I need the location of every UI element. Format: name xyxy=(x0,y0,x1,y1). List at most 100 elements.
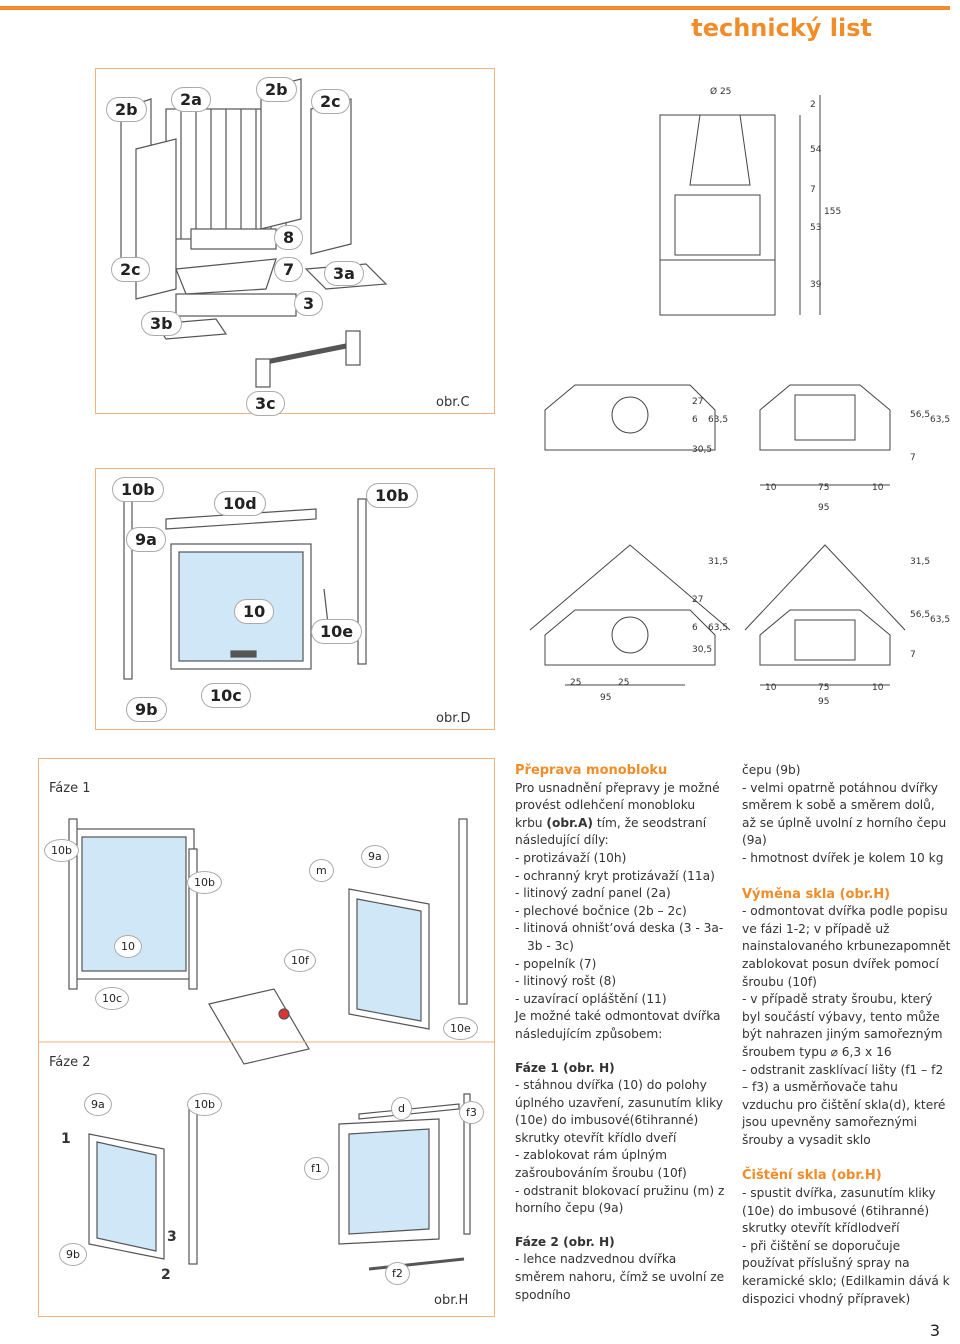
label-3c: 3c xyxy=(246,391,285,416)
label-3b: 3b xyxy=(141,311,182,336)
label-2a: 2a xyxy=(171,87,211,112)
label-9a: 9a xyxy=(126,527,166,552)
dim-diameter: Ø 25 xyxy=(710,87,732,97)
glass-heading: Výměna skla (obr.H) xyxy=(742,886,891,902)
front-elevation-drawing xyxy=(529,95,906,686)
dim-27: 27 xyxy=(692,397,704,407)
label-2b: 2b xyxy=(106,97,147,122)
dim-side-63-5-b: 63,5 xyxy=(930,615,951,625)
figure-h-drawing xyxy=(39,818,494,1271)
h-label-10b-p2: 10b xyxy=(187,1093,222,1116)
dim-30-5: 30,5 xyxy=(692,445,713,455)
phase2-item: - lehce nadzvednou dvířka směrem nahoru,… xyxy=(515,1252,725,1302)
figure-c-drawing xyxy=(120,78,388,388)
h-label-d: d xyxy=(391,1097,412,1120)
dim-7: 7 xyxy=(810,185,816,195)
dim-63-5: 63,5 xyxy=(708,415,729,425)
text-column-1: Přeprava monobloku Pro usnadnění přeprav… xyxy=(515,762,725,1304)
transport-item: - popelník (7) xyxy=(515,956,597,971)
h-label-10c: 10c xyxy=(95,987,130,1010)
transport-item: - litinový zadní panel (2a) xyxy=(515,886,671,901)
col2-item: - velmi opatrně potáhnou dvířky směrem k… xyxy=(742,780,947,848)
h-label-10b: 10b xyxy=(187,871,222,894)
h-label-9b: 9b xyxy=(59,1243,87,1266)
h-label-f1: f1 xyxy=(304,1157,329,1180)
label-10b-left: 10b xyxy=(112,477,164,502)
dim-31-5: 31,5 xyxy=(708,557,729,567)
dim-side-10-b-r: 10 xyxy=(872,683,884,693)
figure-h-panel: Fáze 1 Fáze 2 10b 10b m 9a 10 10f 10c 10… xyxy=(38,758,495,1317)
dim-30-5-b: 30,5 xyxy=(692,645,713,655)
transport-item: 3b - 3c) xyxy=(527,938,574,953)
label-10: 10 xyxy=(234,599,275,624)
dim-27-b: 27 xyxy=(692,595,704,605)
dim-side-95: 95 xyxy=(818,503,830,513)
dim-side-56-5-b: 56,5 xyxy=(910,610,931,620)
transport-item: - plechové bočnice (2b – 2c) xyxy=(515,903,687,918)
dim-39: 39 xyxy=(810,280,822,290)
dim-side-7-b: 7 xyxy=(910,650,916,660)
figure-d-panel: 10b 10d 10b 9a 10 10e 9b 10c obr.D xyxy=(95,468,495,730)
phase1-label: Fáze 1 xyxy=(49,781,91,796)
dim-54: 54 xyxy=(810,145,822,155)
dim-side-95-b: 95 xyxy=(818,697,830,707)
phase2-heading: Fáze 2 (obr. H) xyxy=(515,1234,615,1249)
dim-bl-25: 25 xyxy=(570,678,582,688)
figure-c-panel: 2b 2a 2b 2c 8 2c 7 3a 3 3b 3c obr.C xyxy=(95,68,495,416)
transport-item: - uzavírací opláštění (11) xyxy=(515,991,667,1006)
h-label-10b-left: 10b xyxy=(44,839,79,862)
label-10e: 10e xyxy=(311,619,363,644)
phase1-item: - odstranit blokovací pružinu (m) z horn… xyxy=(515,1183,725,1216)
dim-6-b: 6 xyxy=(692,623,698,633)
dim-53: 53 xyxy=(810,223,822,233)
h-label-f2: f2 xyxy=(385,1262,410,1285)
label-2c-left: 2c xyxy=(111,257,150,282)
h-label-f3: f3 xyxy=(459,1101,484,1124)
h-label-9a-p2: 9a xyxy=(84,1093,112,1116)
dim-side-63-5: 63,5 xyxy=(930,415,951,425)
dimension-drawings: Ø 25 2 54 7 155 53 39 30,5 6 27 63,5 30,… xyxy=(510,75,950,715)
step-2-label: 2 xyxy=(161,1267,171,1283)
page-number: 3 xyxy=(929,1321,940,1340)
label-2b-right: 2b xyxy=(256,77,297,102)
transport-item: - ochranný kryt protizávaží (11a) xyxy=(515,868,715,883)
label-3: 3 xyxy=(294,291,324,316)
figure-d-drawing xyxy=(123,498,367,680)
step-1-label: 1 xyxy=(61,1131,71,1147)
transport-intro: Pro usnadnění přepravy je možné provést … xyxy=(515,780,720,848)
h-label-10: 10 xyxy=(114,935,142,958)
transport-item: - litinová ohništʼová deska (3 - 3a- xyxy=(515,921,724,936)
phase1-heading: Fáze 1 (obr. H) xyxy=(515,1060,615,1075)
header-rule xyxy=(0,6,950,10)
dim-bl-95: 95 xyxy=(600,693,612,703)
transport-heading: Přeprava monobloku xyxy=(515,763,668,778)
label-10c: 10c xyxy=(201,683,251,708)
dim-side-7: 7 xyxy=(910,453,916,463)
h-label-9a: 9a xyxy=(361,845,389,868)
figure-c-caption: obr.C xyxy=(436,395,470,410)
glass-item: - odstranit zasklívací lišty (f1 – f2 – … xyxy=(742,1062,946,1147)
dim-side-10-b: 10 xyxy=(765,683,777,693)
h-label-m: m xyxy=(309,859,334,882)
dim-2: 2 xyxy=(810,100,816,110)
phase2-label: Fáze 2 xyxy=(49,1055,91,1070)
label-2c: 2c xyxy=(311,89,350,114)
dim-63-5-b: 63,5 xyxy=(708,623,729,633)
dim-side-56-5: 56,5 xyxy=(910,410,931,420)
dim-side-75: 75 xyxy=(818,483,830,493)
label-8: 8 xyxy=(274,225,304,250)
glass-item: - v případě straty šroubu, který byl sou… xyxy=(742,992,943,1059)
h-label-10e: 10e xyxy=(443,1017,478,1040)
label-10d: 10d xyxy=(214,491,266,516)
dim-6: 6 xyxy=(692,415,698,425)
dim-side-75-b: 75 xyxy=(818,683,830,693)
transport-item: Je možné také odmontovat dvířka následuj… xyxy=(515,1009,721,1041)
dim-155: 155 xyxy=(824,207,842,217)
label-3a: 3a xyxy=(324,261,364,286)
glass-item: - odmontovat dvířka podle popisu ve fázi… xyxy=(742,904,951,989)
dim-side-10-r: 10 xyxy=(872,483,884,493)
phase1-item: - zablokovat rám úplným zašroubováním šr… xyxy=(515,1148,687,1181)
transport-item: - litinový rošt (8) xyxy=(515,974,617,989)
clean-heading: Čištění skla (obr.H) xyxy=(742,1168,882,1184)
dim-side-31-5: 31,5 xyxy=(910,557,931,567)
